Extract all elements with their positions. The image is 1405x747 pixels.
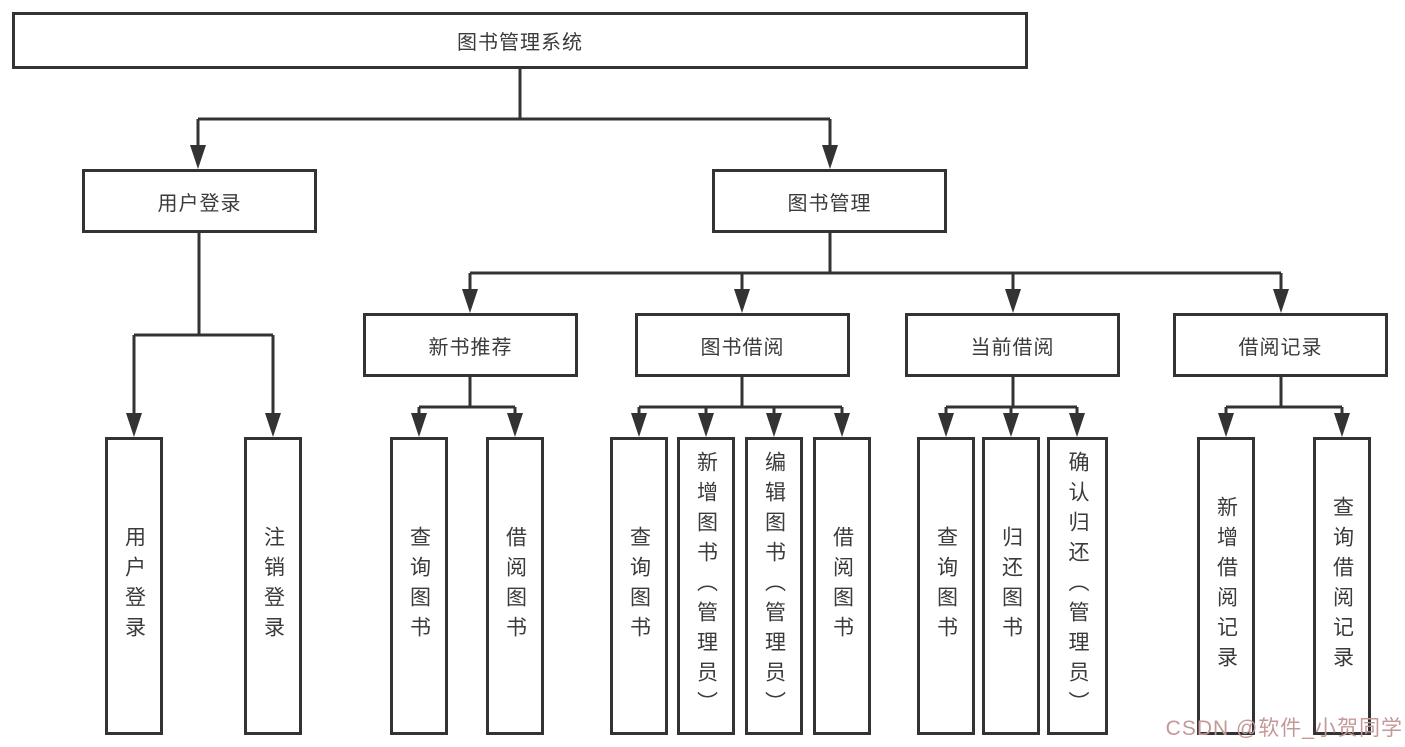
leaf-current-query-book: 查询图书 (917, 437, 975, 735)
node-user-login: 用户登录 (82, 169, 317, 233)
node-borrow-records: 借阅记录 (1173, 313, 1388, 377)
watermark: CSDN @软件_小贺同学 (1165, 717, 1403, 740)
leaf-current-return-book: 归还图书 (982, 437, 1040, 735)
leaf-borrow-add-book-admin: 新增图书（管理员） (677, 437, 735, 735)
leaf-record-add: 新增借阅记录 (1197, 437, 1255, 735)
leaf-logout: 注销登录 (244, 437, 302, 735)
node-book-borrow: 图书借阅 (635, 313, 850, 377)
leaf-recommend-query-book: 查询图书 (390, 437, 448, 735)
leaf-borrow-edit-book-admin: 编辑图书（管理员） (745, 437, 803, 735)
leaf-user-login: 用户登录 (105, 437, 163, 735)
leaf-current-confirm-return-admin: 确认归还（管理员） (1047, 437, 1108, 735)
leaf-recommend-borrow-book: 借阅图书 (486, 437, 544, 735)
leaf-record-query: 查询借阅记录 (1313, 437, 1371, 735)
leaf-borrow-query-book: 查询图书 (610, 437, 668, 735)
leaf-borrow-borrow-book: 借阅图书 (813, 437, 871, 735)
node-current-borrow: 当前借阅 (905, 313, 1120, 377)
node-new-book-recommend: 新书推荐 (363, 313, 578, 377)
node-root: 图书管理系统 (12, 12, 1028, 69)
arrow-heads (126, 145, 1350, 437)
node-book-management: 图书管理 (712, 169, 947, 233)
